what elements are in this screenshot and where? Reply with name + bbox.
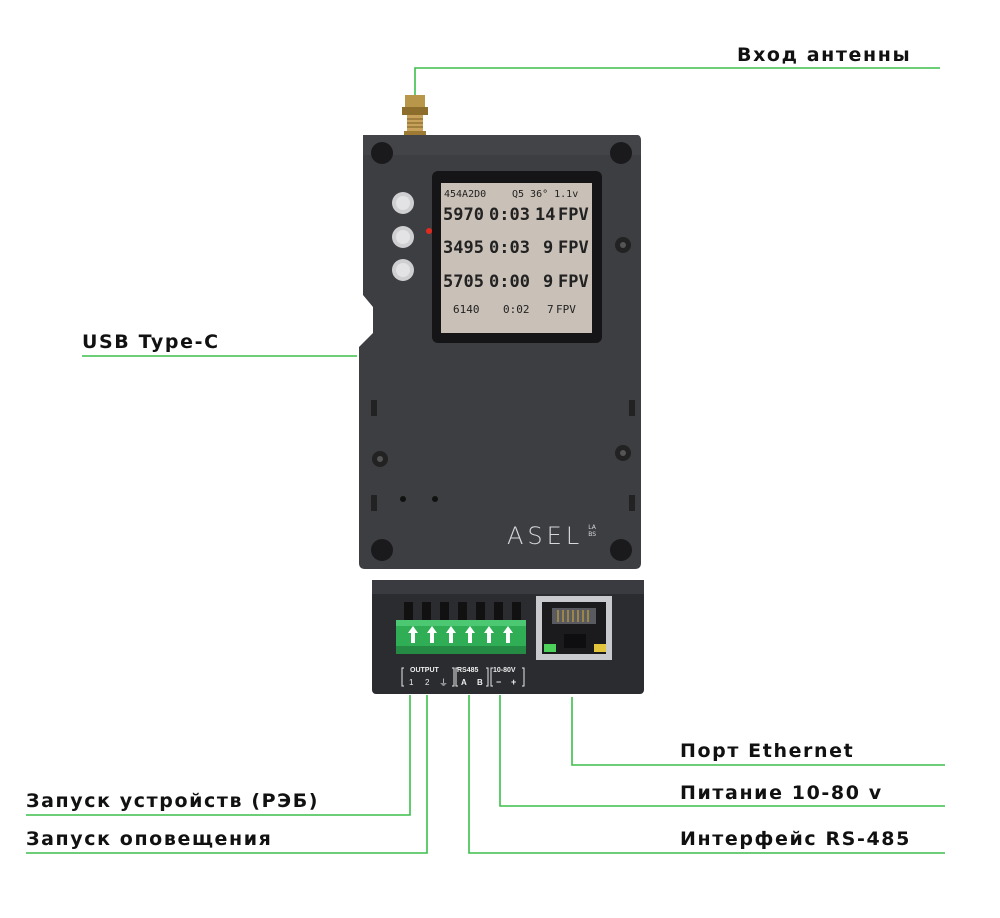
ethernet-led-green — [544, 644, 556, 652]
leader-antenna — [414, 67, 940, 100]
button-2[interactable] — [392, 226, 414, 248]
terminal-output-label: OUTPUT — [410, 667, 439, 674]
lcd-row-2-type: FPV — [558, 238, 589, 258]
lcd-row-3-time: 0:00 — [489, 272, 530, 292]
label-usb-type-c: USB Type-C — [82, 331, 220, 353]
terminal-power-label: 10-80V — [493, 667, 516, 674]
brand-logo: ASEL LABS — [507, 522, 597, 550]
device-bottom — [372, 580, 644, 694]
ethernet-port[interactable] — [536, 596, 612, 660]
terminal-pin-b: B — [477, 678, 483, 687]
terminal-pin-a: A — [461, 678, 467, 687]
lcd-row-2-freq: 3495 — [443, 238, 484, 258]
lcd-footer-time: 0:02 — [503, 303, 530, 316]
label-antenna-input: Вход антенны — [737, 44, 912, 66]
lcd-footer-type: FPV — [556, 303, 576, 316]
label-rs485: Интерфейс RS-485 — [680, 828, 911, 850]
lcd-footer-count: 7 — [547, 303, 554, 316]
label-ethernet-port: Порт Ethernet — [680, 740, 855, 762]
lcd-row-2-count: 9 — [543, 238, 554, 258]
lcd-row-3-freq: 5705 — [443, 272, 484, 292]
leader-rs485 — [468, 695, 945, 854]
label-power: Питание 10-80 v — [680, 782, 883, 804]
button-1[interactable] — [392, 192, 414, 214]
screw-icon — [610, 142, 632, 164]
lcd-display: 454A2D0 Q5 36° 1.1v 5970 0:03 14 FPV 349… — [441, 183, 592, 333]
brand-logo-sub: LABS — [588, 524, 597, 538]
leader-power — [499, 695, 945, 807]
lcd-header-status: Q5 36° 1.1v — [512, 189, 579, 200]
terminal-rs485-label: RS485 — [457, 667, 479, 674]
label-launch-devices: Запуск устройств (РЭБ) — [26, 790, 320, 812]
screw-icon — [371, 539, 393, 561]
leader-launch-devices — [26, 695, 411, 816]
terminal-pin-minus: − — [496, 677, 502, 687]
leader-ethernet — [571, 697, 945, 766]
lcd-row-1-type: FPV — [558, 205, 589, 225]
device-front — [359, 95, 641, 569]
lcd-screen — [441, 183, 592, 333]
antenna-connector — [402, 95, 428, 138]
screw-icon — [371, 142, 393, 164]
terminal-pin-gnd: ⏚ — [439, 679, 449, 689]
lcd-row-2-time: 0:03 — [489, 238, 530, 258]
lcd-row-1-freq: 5970 — [443, 205, 484, 225]
status-led — [426, 228, 432, 234]
terminal-labels: OUTPUT RS485 10-80V 1 2 ⏚ A B − + — [372, 578, 644, 696]
screw-icon — [610, 539, 632, 561]
lcd-row-3-count: 9 — [543, 272, 554, 292]
terminal-pin-plus: + — [511, 677, 517, 687]
terminal-block[interactable] — [396, 620, 526, 654]
lcd-row-1-time: 0:03 — [489, 205, 530, 225]
terminal-pin-2: 2 — [425, 678, 430, 687]
label-launch-alert: Запуск оповещения — [26, 828, 273, 850]
lcd-footer-freq: 6140 — [453, 303, 480, 316]
leader-launch-alert — [26, 695, 428, 854]
terminal-pin-1: 1 — [409, 678, 414, 687]
ethernet-led-yellow — [594, 644, 606, 652]
lcd-row-3-type: FPV — [558, 272, 589, 292]
lcd-row-1-count: 14 — [535, 205, 556, 225]
brand-logo-text: ASEL — [507, 522, 584, 550]
lcd-header-id: 454A2D0 — [444, 189, 487, 200]
button-3[interactable] — [392, 259, 414, 281]
